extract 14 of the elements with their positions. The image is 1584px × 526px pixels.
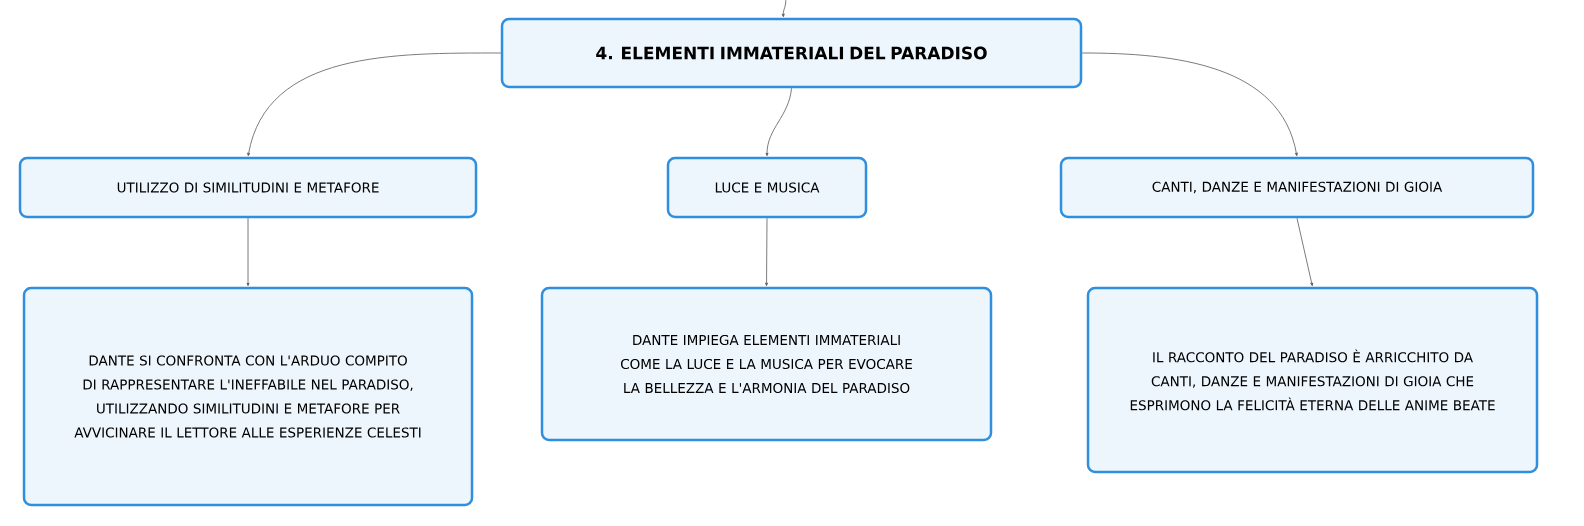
arrow — [765, 87, 792, 157]
description-box: DANTE SI CONFRONTA CON L'ARDUO COMPITO DI RAPPRESENTARE L'INEFFABILE NEL PARADISO, UTILIZZANDO SIMILITUDINI E METAFORE PER AVVICINARE IL LETTORE ALLE ESPERIENZE CELESTI — [22, 286, 474, 507]
arrow — [246, 217, 250, 287]
description-box: IL RACCONTO DEL PARADISO È ARRICCHITO DA CANTI, DANZE E MANIFESTAZIONI DI GIOIA CHE ESPRIMONO LA FELICITÀ ETERNA DELLE ANIME BEATE — [1086, 286, 1539, 474]
arrow — [765, 217, 769, 287]
topic-box: CANTI, DANZE E MANIFESTAZIONI DI GIOIA — [1059, 156, 1535, 219]
description-box: DANTE IMPIEGA ELEMENTI IMMATERIALI COME LA LUCE E LA MUSICA PER EVOCARE LA BELLEZZA E L'ARMONIA DEL PARADISO — [540, 286, 993, 442]
arrow — [781, 0, 787, 18]
arrow — [1296, 217, 1314, 287]
title-box: 4. ELEMENTI IMMATERIALI DEL PARADISO — [500, 17, 1083, 89]
topic-box: LUCE E MUSICA — [666, 156, 868, 219]
arrow — [1081, 52, 1298, 157]
topic-box: UTILIZZO DI SIMILITUDINI E METAFORE — [18, 156, 478, 219]
arrow — [247, 52, 502, 157]
